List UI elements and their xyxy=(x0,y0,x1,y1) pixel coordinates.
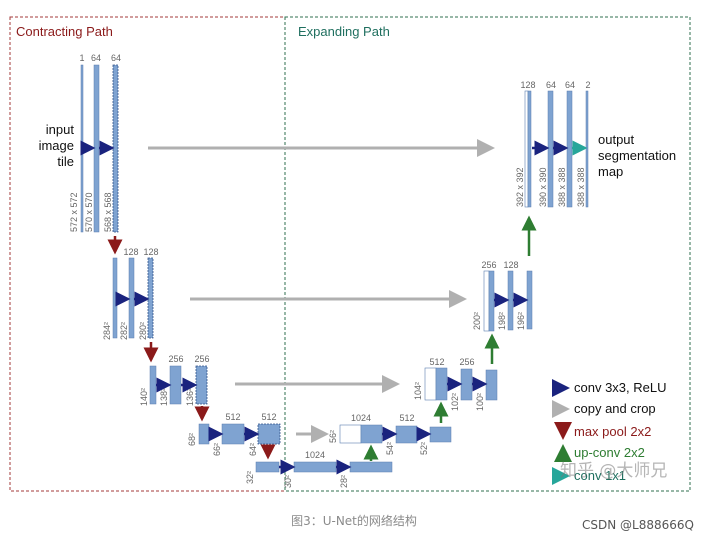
channel-label: 128 xyxy=(503,260,518,270)
feature-map-block xyxy=(460,368,473,401)
size-label: 138² xyxy=(159,388,169,406)
expanding-path-border xyxy=(284,16,691,492)
output-label-line2: segmentation xyxy=(598,148,676,163)
size-label: 388 x 388 xyxy=(576,167,586,207)
channel-label: 256 xyxy=(481,260,496,270)
channel-label: 128 xyxy=(123,247,138,257)
legend-conv1x1-label: conv 1x1 xyxy=(574,468,626,483)
feature-map-block xyxy=(360,424,383,444)
feature-map-block xyxy=(435,367,448,401)
size-label: 280² xyxy=(138,322,148,340)
feature-map-block-cropped xyxy=(339,424,362,444)
size-label: 572 x 572 xyxy=(69,192,79,232)
feature-map-block xyxy=(395,425,418,444)
size-label: 570 x 570 xyxy=(84,192,94,232)
size-label: 140² xyxy=(139,388,149,406)
size-label: 28² xyxy=(339,475,349,488)
legend: conv 3x3, ReLU copy and crop max pool 2x… xyxy=(552,379,667,485)
contracting-path-title: Contracting Path xyxy=(16,24,113,39)
output-label-line3: map xyxy=(598,164,623,179)
feature-map-block xyxy=(527,90,532,208)
feature-map-block xyxy=(221,423,245,445)
channel-label: 512 xyxy=(429,357,444,367)
channel-label: 256 xyxy=(168,354,183,364)
feature-map-block xyxy=(547,90,554,208)
size-label: 198² xyxy=(497,312,507,330)
feature-map-block xyxy=(526,270,533,330)
size-label: 390 x 390 xyxy=(538,167,548,207)
feature-map-block xyxy=(147,257,154,339)
size-label: 100² xyxy=(475,393,485,411)
legend-pool-label: max pool 2x2 xyxy=(574,424,651,439)
feature-map-block xyxy=(485,369,498,401)
input-label-line2: image xyxy=(39,138,74,153)
channel-label: 64 xyxy=(111,53,121,63)
feature-map-block xyxy=(112,257,118,339)
size-label: 136² xyxy=(185,388,195,406)
channel-label: 1024 xyxy=(305,450,325,460)
feature-map-block xyxy=(128,257,135,339)
channel-label: 64 xyxy=(546,80,556,90)
size-label: 282² xyxy=(119,322,129,340)
feature-map-block xyxy=(293,461,337,473)
feature-map-block xyxy=(80,64,84,233)
channel-label: 256 xyxy=(194,354,209,364)
channel-label: 256 xyxy=(459,357,474,367)
feature-map-block xyxy=(585,90,589,208)
size-label: 196² xyxy=(516,312,526,330)
credit-text: CSDN @L888666Q xyxy=(582,518,694,532)
channel-label: 128 xyxy=(520,80,535,90)
feature-map-block xyxy=(507,270,514,331)
feature-map-block xyxy=(93,64,100,233)
expanding-path-title: Expanding Path xyxy=(298,24,390,39)
feature-map-block xyxy=(429,426,452,443)
size-label: 64² xyxy=(248,443,258,456)
feature-map-block-cropped xyxy=(524,90,529,208)
size-label: 284² xyxy=(102,322,112,340)
feature-map-block xyxy=(566,90,573,208)
figure-caption: 图3：U-Net的网络结构 xyxy=(291,514,417,528)
size-label: 104² xyxy=(413,382,423,400)
feature-map-block xyxy=(349,461,393,473)
feature-map-block xyxy=(195,365,208,405)
feature-map-block xyxy=(198,423,210,445)
legend-up-label: up-conv 2x2 xyxy=(574,445,645,460)
legend-conv-label: conv 3x3, ReLU xyxy=(574,380,667,395)
feature-map-block-cropped xyxy=(424,367,437,401)
channel-label: 1 xyxy=(79,53,84,63)
channel-label: 512 xyxy=(261,412,276,422)
size-label: 30² xyxy=(283,475,293,488)
size-label: 32² xyxy=(245,471,255,484)
feature-map-block xyxy=(149,365,157,405)
feature-map-block-cropped xyxy=(483,270,490,332)
size-label: 54² xyxy=(385,442,395,455)
size-label: 52² xyxy=(419,442,429,455)
input-label-line1: input xyxy=(46,122,75,137)
size-label: 200² xyxy=(472,312,482,330)
channel-label: 2 xyxy=(585,80,590,90)
feature-map-block xyxy=(255,461,280,473)
input-label-line3: tile xyxy=(57,154,74,169)
feature-map-block xyxy=(112,64,119,233)
size-label: 388 x 388 xyxy=(557,167,567,207)
feature-map-block xyxy=(257,423,281,445)
feature-map-block xyxy=(488,270,495,332)
legend-copy-label: copy and crop xyxy=(574,401,656,416)
channel-label: 1024 xyxy=(351,413,371,423)
channel-label: 512 xyxy=(225,412,240,422)
output-label-line1: output xyxy=(598,132,635,147)
feature-map-block xyxy=(169,365,182,405)
size-label: 392 x 392 xyxy=(515,167,525,207)
channel-label: 64 xyxy=(565,80,575,90)
size-label: 68² xyxy=(187,433,197,446)
channel-label: 512 xyxy=(399,413,414,423)
watermark: 知乎 @大师兄 xyxy=(560,461,668,481)
size-label: 568 x 568 xyxy=(103,192,113,232)
size-label: 66² xyxy=(212,443,222,456)
channel-label: 64 xyxy=(91,53,101,63)
size-label: 102² xyxy=(450,393,460,411)
size-label: 56² xyxy=(328,430,338,443)
channel-label: 128 xyxy=(143,247,158,257)
